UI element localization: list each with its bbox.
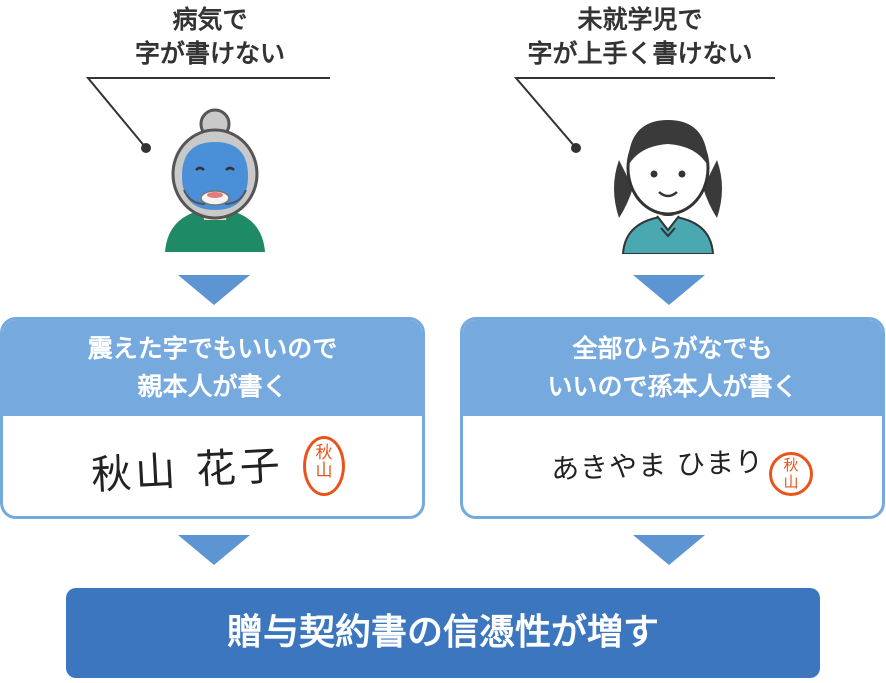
left-speech-line — [85, 77, 330, 153]
result-banner: 贈与契約書の信憑性が増す — [66, 588, 820, 678]
right-down-arrow-1 — [633, 275, 705, 305]
left-signature: 秋山 花子 — [90, 442, 285, 500]
left-seal: 秋 山 — [303, 436, 345, 496]
right-caption-line-1: 未就学児で — [577, 5, 703, 34]
left-card-heading-line-2: 親本人が書く — [137, 372, 288, 401]
right-speech-line — [513, 77, 775, 153]
left-down-arrow-1 — [178, 275, 250, 305]
left-seal-char-2: 山 — [315, 461, 333, 481]
child-icon — [614, 120, 722, 254]
left-seal-char-1: 秋 — [315, 443, 333, 463]
left-caption-line-1: 病気で — [172, 5, 248, 34]
sick-grandmother-icon — [165, 108, 265, 252]
right-card: 全部ひらがなでも いいので孫本人が書く あきやま ひまり 秋 山 — [460, 317, 885, 519]
right-card-heading-line-1: 全部ひらがなでも — [572, 334, 773, 363]
right-down-arrow-2 — [633, 535, 705, 565]
left-caption-line-2: 字が書けない — [134, 39, 285, 68]
left-caption: 病気で 字が書けない — [90, 3, 330, 71]
left-card-heading: 震えた字でもいいので 親本人が書く — [3, 320, 422, 416]
right-card-heading-line-2: いいので孫本人が書く — [547, 372, 798, 401]
left-down-arrow-2 — [178, 535, 250, 565]
right-seal-char-2: 山 — [783, 473, 799, 491]
right-seal: 秋 山 — [769, 452, 813, 496]
right-caption: 未就学児で 字が上手く書けない — [500, 3, 780, 71]
left-card-heading-line-1: 震えた字でもいいので — [87, 334, 338, 363]
right-card-heading: 全部ひらがなでも いいので孫本人が書く — [463, 320, 882, 416]
right-seal-char-1: 秋 — [783, 456, 799, 474]
right-caption-line-2: 字が上手く書けない — [527, 39, 753, 68]
right-signature: あきやま ひまり — [550, 445, 765, 486]
left-card: 震えた字でもいいので 親本人が書く 秋山 花子 秋 山 — [0, 317, 425, 519]
